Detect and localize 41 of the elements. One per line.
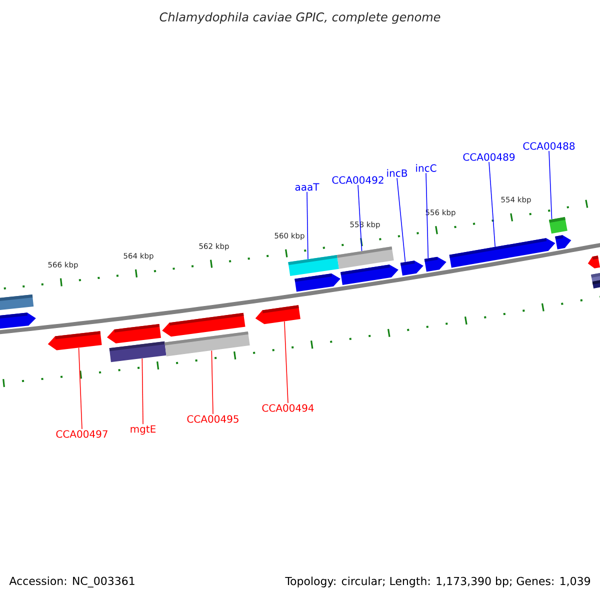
gene-block: [424, 256, 446, 272]
gene-block: [48, 331, 102, 350]
gene-label: CCA00495: [187, 415, 238, 423]
gene-label: CCA00489: [463, 153, 515, 161]
leader-line: [426, 172, 429, 259]
leader-line: [211, 350, 214, 414]
gene-block: [449, 238, 556, 268]
accession-text: Accession: NC_003361: [9, 576, 134, 588]
gene-block: [164, 331, 250, 356]
gene-block: [588, 256, 600, 268]
gene-block: [107, 324, 161, 344]
gene-block: [592, 278, 600, 288]
gene-block: [336, 246, 394, 269]
gene-label: CCA00497: [56, 430, 108, 438]
gene-label: aaaT: [295, 183, 320, 191]
gene-label: CCA00488: [523, 142, 575, 150]
leader-line: [488, 162, 496, 248]
gene-block: [255, 305, 300, 324]
gene-block: [294, 273, 341, 292]
leader-line: [396, 178, 406, 262]
gene-label: CCA00494: [262, 404, 314, 412]
leader-line: [142, 358, 144, 425]
gene-block: [555, 235, 572, 250]
gene-block: [288, 254, 339, 276]
leader-line: [78, 348, 82, 430]
title: Chlamydophila caviae GPIC, complete genome: [160, 12, 440, 24]
genome-info-text: Topology: circular; Length: 1,173,390 bp; Genes: 1,039: [285, 576, 590, 588]
gene-label: incB: [387, 169, 408, 177]
gene-label: CCA00492: [332, 176, 384, 184]
gene-label: incC: [416, 164, 436, 172]
leader-line: [284, 321, 288, 404]
leader-line: [548, 150, 552, 220]
gene-block: [591, 272, 600, 282]
gene-block: [0, 294, 34, 312]
gene-label: mgtE: [130, 425, 156, 435]
gene-block: [162, 312, 246, 337]
leader-line: [358, 184, 362, 252]
leader-line: [306, 192, 308, 260]
gene-block: [548, 216, 568, 234]
gene-block: [400, 260, 424, 276]
gene-block: [109, 341, 166, 362]
